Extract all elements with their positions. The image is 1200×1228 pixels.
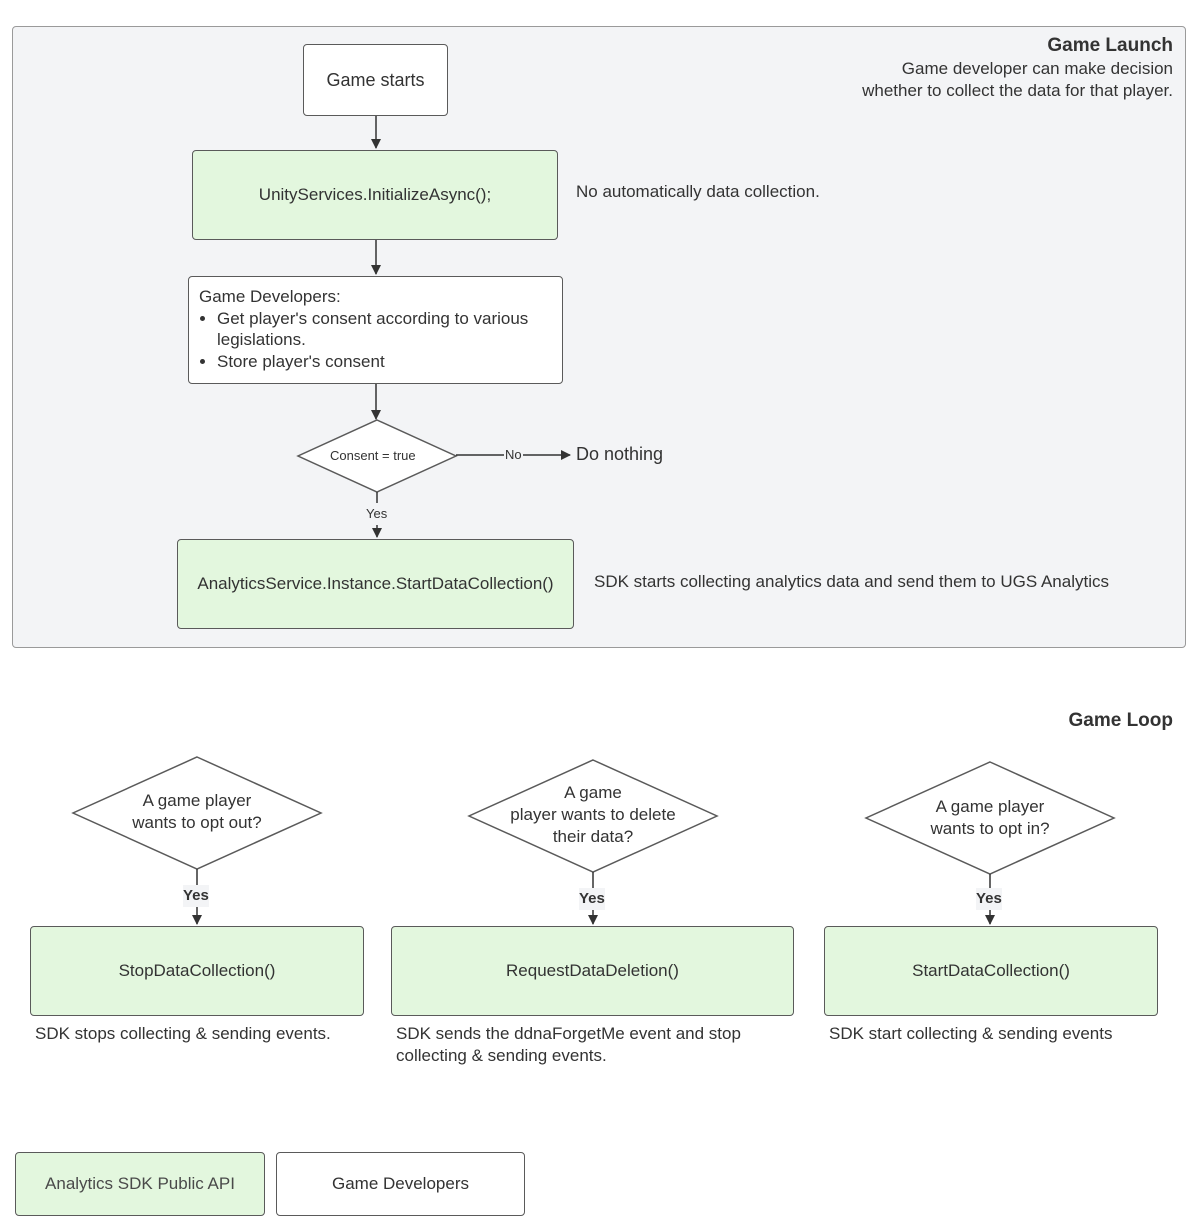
game-launch-note-line2: whether to collect the data for that pla… (862, 81, 1173, 100)
opt-out-question: A game player wants to opt out? (97, 790, 297, 834)
stop-data-collection-node: StopDataCollection() (30, 926, 364, 1016)
request-data-deletion-node: RequestDataDeletion() (391, 926, 794, 1016)
game-developers-node: Game Developers: Get player's consent ac… (188, 276, 563, 384)
yes-branch-label: Yes (365, 503, 389, 525)
initialize-note: No automatically data collection. (576, 182, 820, 201)
game-launch-title: Game Launch (1047, 35, 1173, 56)
initialize-async-node: UnityServices.InitializeAsync(); (192, 150, 558, 240)
developers-content: Game Developers: Get player's consent ac… (199, 286, 552, 372)
question-line: wants to opt out? (132, 813, 262, 832)
start-data-collection-api-node: StartDataCollection() (824, 926, 1158, 1016)
game-loop-title: Game Loop (1068, 710, 1173, 731)
legend-game-developers: Game Developers (276, 1152, 525, 1216)
opt-out-note: SDK stops collecting & sending events. (35, 1024, 331, 1043)
opt-in-note: SDK start collecting & sending events (829, 1024, 1113, 1043)
question-line: player wants to delete (510, 805, 676, 824)
developers-bullet: Get player's consent according to variou… (217, 308, 552, 351)
legend-sdk-api: Analytics SDK Public API (15, 1152, 265, 1216)
delete-data-note-line2: collecting & sending events. (396, 1046, 607, 1065)
question-line: their data? (552, 827, 634, 846)
opt-in-question: A game player wants to opt in? (890, 796, 1090, 840)
do-nothing-label: Do nothing (576, 444, 664, 464)
delete-data-yes-label: Yes (579, 888, 605, 910)
delete-data-note-line1: SDK sends the ddnaForgetMe event and sto… (396, 1024, 741, 1043)
question-line: wants to opt in? (930, 819, 1050, 838)
opt-in-yes-label: Yes (976, 888, 1002, 910)
developers-bullet-list: Get player's consent according to variou… (199, 308, 552, 373)
developers-bullet: Store player's consent (217, 351, 552, 373)
question-line: A game (564, 783, 622, 802)
question-line: A game player (935, 797, 1045, 816)
opt-out-yes-label: Yes (183, 885, 209, 907)
delete-data-question: A game player wants to delete their data… (493, 782, 693, 848)
start-data-collection-node: AnalyticsService.Instance.StartDataColle… (177, 539, 574, 629)
question-line: A game player (142, 791, 252, 810)
no-branch-label: No (504, 444, 523, 466)
consent-decision-label: Consent = true (330, 448, 416, 463)
start-collection-note: SDK starts collecting analytics data and… (594, 572, 1109, 591)
developers-heading: Game Developers: (199, 287, 341, 306)
game-starts-node: Game starts (303, 44, 448, 116)
game-launch-note-line1: Game developer can make decision (901, 59, 1173, 78)
